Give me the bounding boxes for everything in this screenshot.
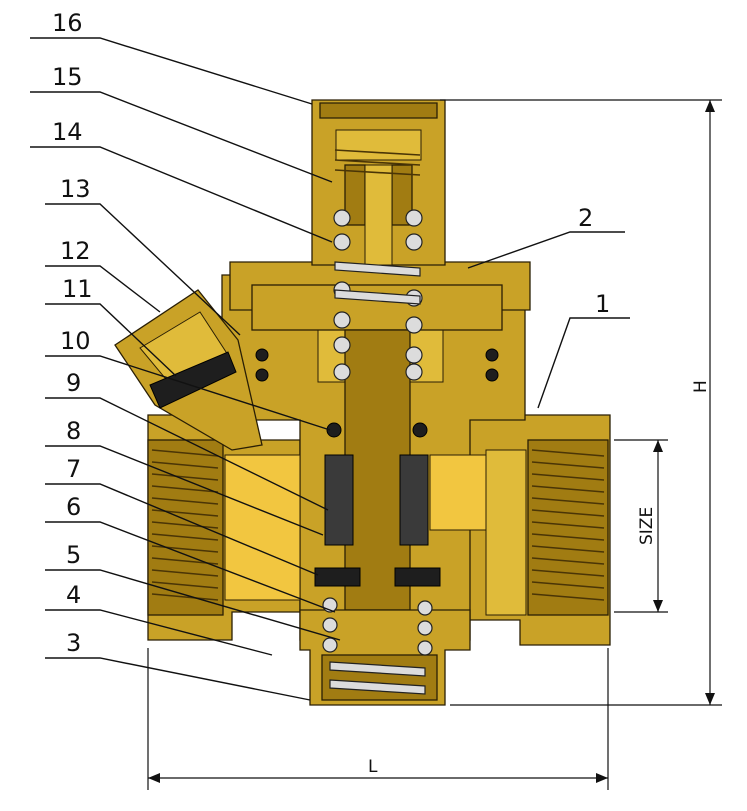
part-label-11: 11 — [62, 275, 93, 303]
length-label: L — [368, 757, 378, 777]
part-label-6: 6 — [66, 493, 81, 521]
part-label-14: 14 — [52, 118, 83, 146]
part-label-2: 2 — [578, 204, 593, 232]
strainer-filter — [324, 454, 429, 546]
leader-lines — [30, 37, 630, 701]
part-label-16: 16 — [52, 9, 83, 37]
size-label: SIZE — [637, 507, 657, 545]
part-label-3: 3 — [66, 629, 81, 657]
part-label-1: 1 — [595, 290, 610, 318]
length-dimension: L — [147, 648, 609, 790]
gauge-port — [114, 289, 263, 451]
part-label-9: 9 — [66, 369, 81, 397]
height-label: H — [691, 380, 711, 393]
lower-spring — [322, 597, 433, 695]
upper-spring — [333, 209, 423, 381]
seal-gaskets — [255, 348, 499, 587]
height-dimension: H — [440, 99, 722, 706]
top-cap-threads — [334, 149, 421, 176]
part-label-8: 8 — [66, 417, 81, 445]
springs — [322, 209, 433, 695]
part-label-13: 13 — [60, 175, 91, 203]
left-port-thread — [147, 439, 224, 616]
part-label-4: 4 — [66, 581, 81, 609]
part-label-5: 5 — [66, 541, 81, 569]
right-port-thread — [527, 439, 609, 616]
size-dimension: SIZE — [614, 439, 668, 613]
part-label-10: 10 — [60, 327, 91, 355]
part-label-15: 15 — [52, 63, 83, 91]
part-labels: 16 15 14 13 12 11 10 9 8 7 6 5 4 3 2 1 — [52, 9, 610, 657]
part-label-12: 12 — [60, 237, 91, 265]
part-label-7: 7 — [66, 455, 81, 483]
